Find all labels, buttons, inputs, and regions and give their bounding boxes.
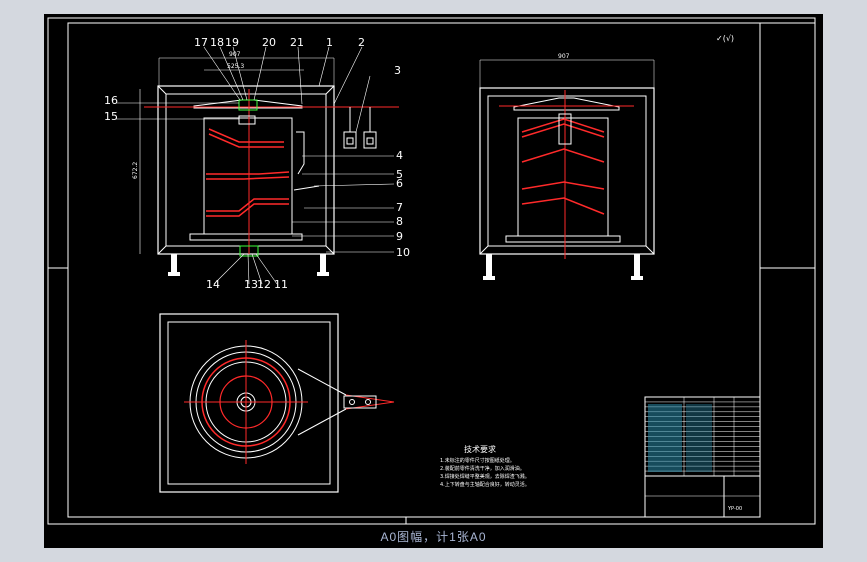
balloon-9: 9 bbox=[396, 230, 403, 243]
tech-note-line: 4.上下转盘与主轴配合良好，转动灵活。 bbox=[440, 481, 530, 488]
balloon-17: 17 bbox=[194, 36, 208, 49]
side-view: 907 bbox=[479, 53, 655, 280]
top-view bbox=[159, 313, 395, 493]
front-view: 907 525.3 672.2 bbox=[132, 51, 399, 276]
balloon-10: 10 bbox=[396, 246, 410, 259]
outer-frame bbox=[47, 17, 816, 525]
cad-drawing: 8 4 1 ✓(√) 907 525.3 672.2 bbox=[47, 17, 816, 525]
balloon-5: 5 bbox=[396, 168, 403, 181]
tech-notes-title: 技术要求 bbox=[464, 444, 496, 454]
balloon-4: 4 bbox=[396, 149, 403, 162]
dim-height: 672.2 bbox=[132, 162, 139, 179]
side-dim-top: 907 bbox=[558, 53, 570, 60]
inner-frame bbox=[67, 22, 761, 518]
balloon-numbers: 17 18 19 20 21 1 2 3 16 15 4 5 6 7 8 9 1… bbox=[104, 36, 410, 291]
balloon-11: 11 bbox=[274, 278, 288, 291]
cad-viewport[interactable]: 8 4 1 ✓(√) 907 525.3 672.2 bbox=[44, 14, 823, 548]
tech-notes: 技术要求 1.未标注的零件尺寸按图纸处理。 2.装配前零件清洗干净，加入润滑油。… bbox=[440, 444, 530, 488]
balloon-19: 19 bbox=[225, 36, 239, 49]
balloon-3: 3 bbox=[394, 64, 401, 77]
corner-mark: ✓(√) bbox=[716, 34, 734, 43]
balloon-7: 7 bbox=[396, 201, 403, 214]
balloon-12: 12 bbox=[257, 278, 271, 291]
tech-note-line: 3.焊接处焊缝平整美观，去除焊渣飞溅。 bbox=[440, 473, 530, 480]
tech-note-line: 2.装配前零件清洗干净，加入润滑油。 bbox=[440, 465, 525, 472]
balloon-15: 15 bbox=[104, 110, 118, 123]
balloon-1: 1 bbox=[326, 36, 333, 49]
leaders bbox=[116, 46, 395, 285]
drawing-number: YP-00 bbox=[727, 506, 742, 512]
balloon-18: 18 bbox=[210, 36, 224, 49]
balloon-21: 21 bbox=[290, 36, 304, 49]
title-block: YP-00 bbox=[644, 396, 761, 518]
balloon-16: 16 bbox=[104, 94, 118, 107]
sheet-caption: A0图幅，计1张A0 bbox=[380, 530, 487, 544]
balloon-2: 2 bbox=[358, 36, 365, 49]
balloon-13: 13 bbox=[244, 278, 258, 291]
balloon-6: 6 bbox=[396, 177, 403, 190]
balloon-20: 20 bbox=[262, 36, 276, 49]
dim-width-inner: 525.3 bbox=[227, 63, 244, 70]
tech-note-line: 1.未标注的零件尺寸按图纸处理。 bbox=[440, 457, 515, 464]
balloon-8: 8 bbox=[396, 215, 403, 228]
balloon-14: 14 bbox=[206, 278, 220, 291]
